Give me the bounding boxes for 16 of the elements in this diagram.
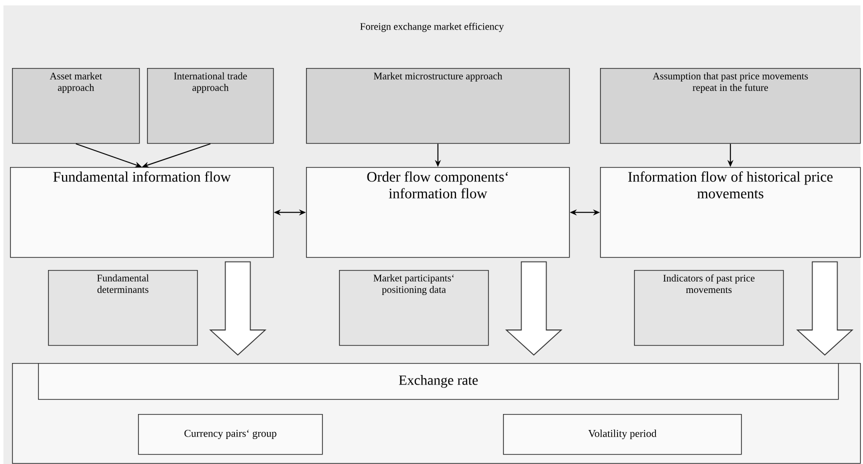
flow-box: Fundamental information flow: [10, 167, 274, 258]
category-box: Volatility period: [503, 414, 742, 455]
category-box: Currency pairs‘ group: [138, 414, 323, 455]
approach-box: Market microstructure approach: [306, 68, 570, 144]
approach-box: Assumption that past price movements repeat in the future: [600, 68, 861, 144]
flow-box: Order flow components‘ information flow: [306, 167, 570, 258]
block-arrow: [796, 261, 854, 356]
block-arrow: [209, 261, 266, 356]
data-box: Market participants‘ positioning data: [339, 270, 489, 346]
approach-box: International trade approach: [147, 68, 274, 144]
result-bar: Exchange rate: [38, 363, 839, 400]
block-arrow: [505, 261, 562, 356]
flow-box: Information flow of historical price movements: [600, 167, 861, 258]
data-box: Fundamental determinants: [48, 270, 198, 346]
approach-box: Asset market approach: [12, 68, 140, 144]
data-box: Indicators of past price movements: [634, 270, 784, 346]
